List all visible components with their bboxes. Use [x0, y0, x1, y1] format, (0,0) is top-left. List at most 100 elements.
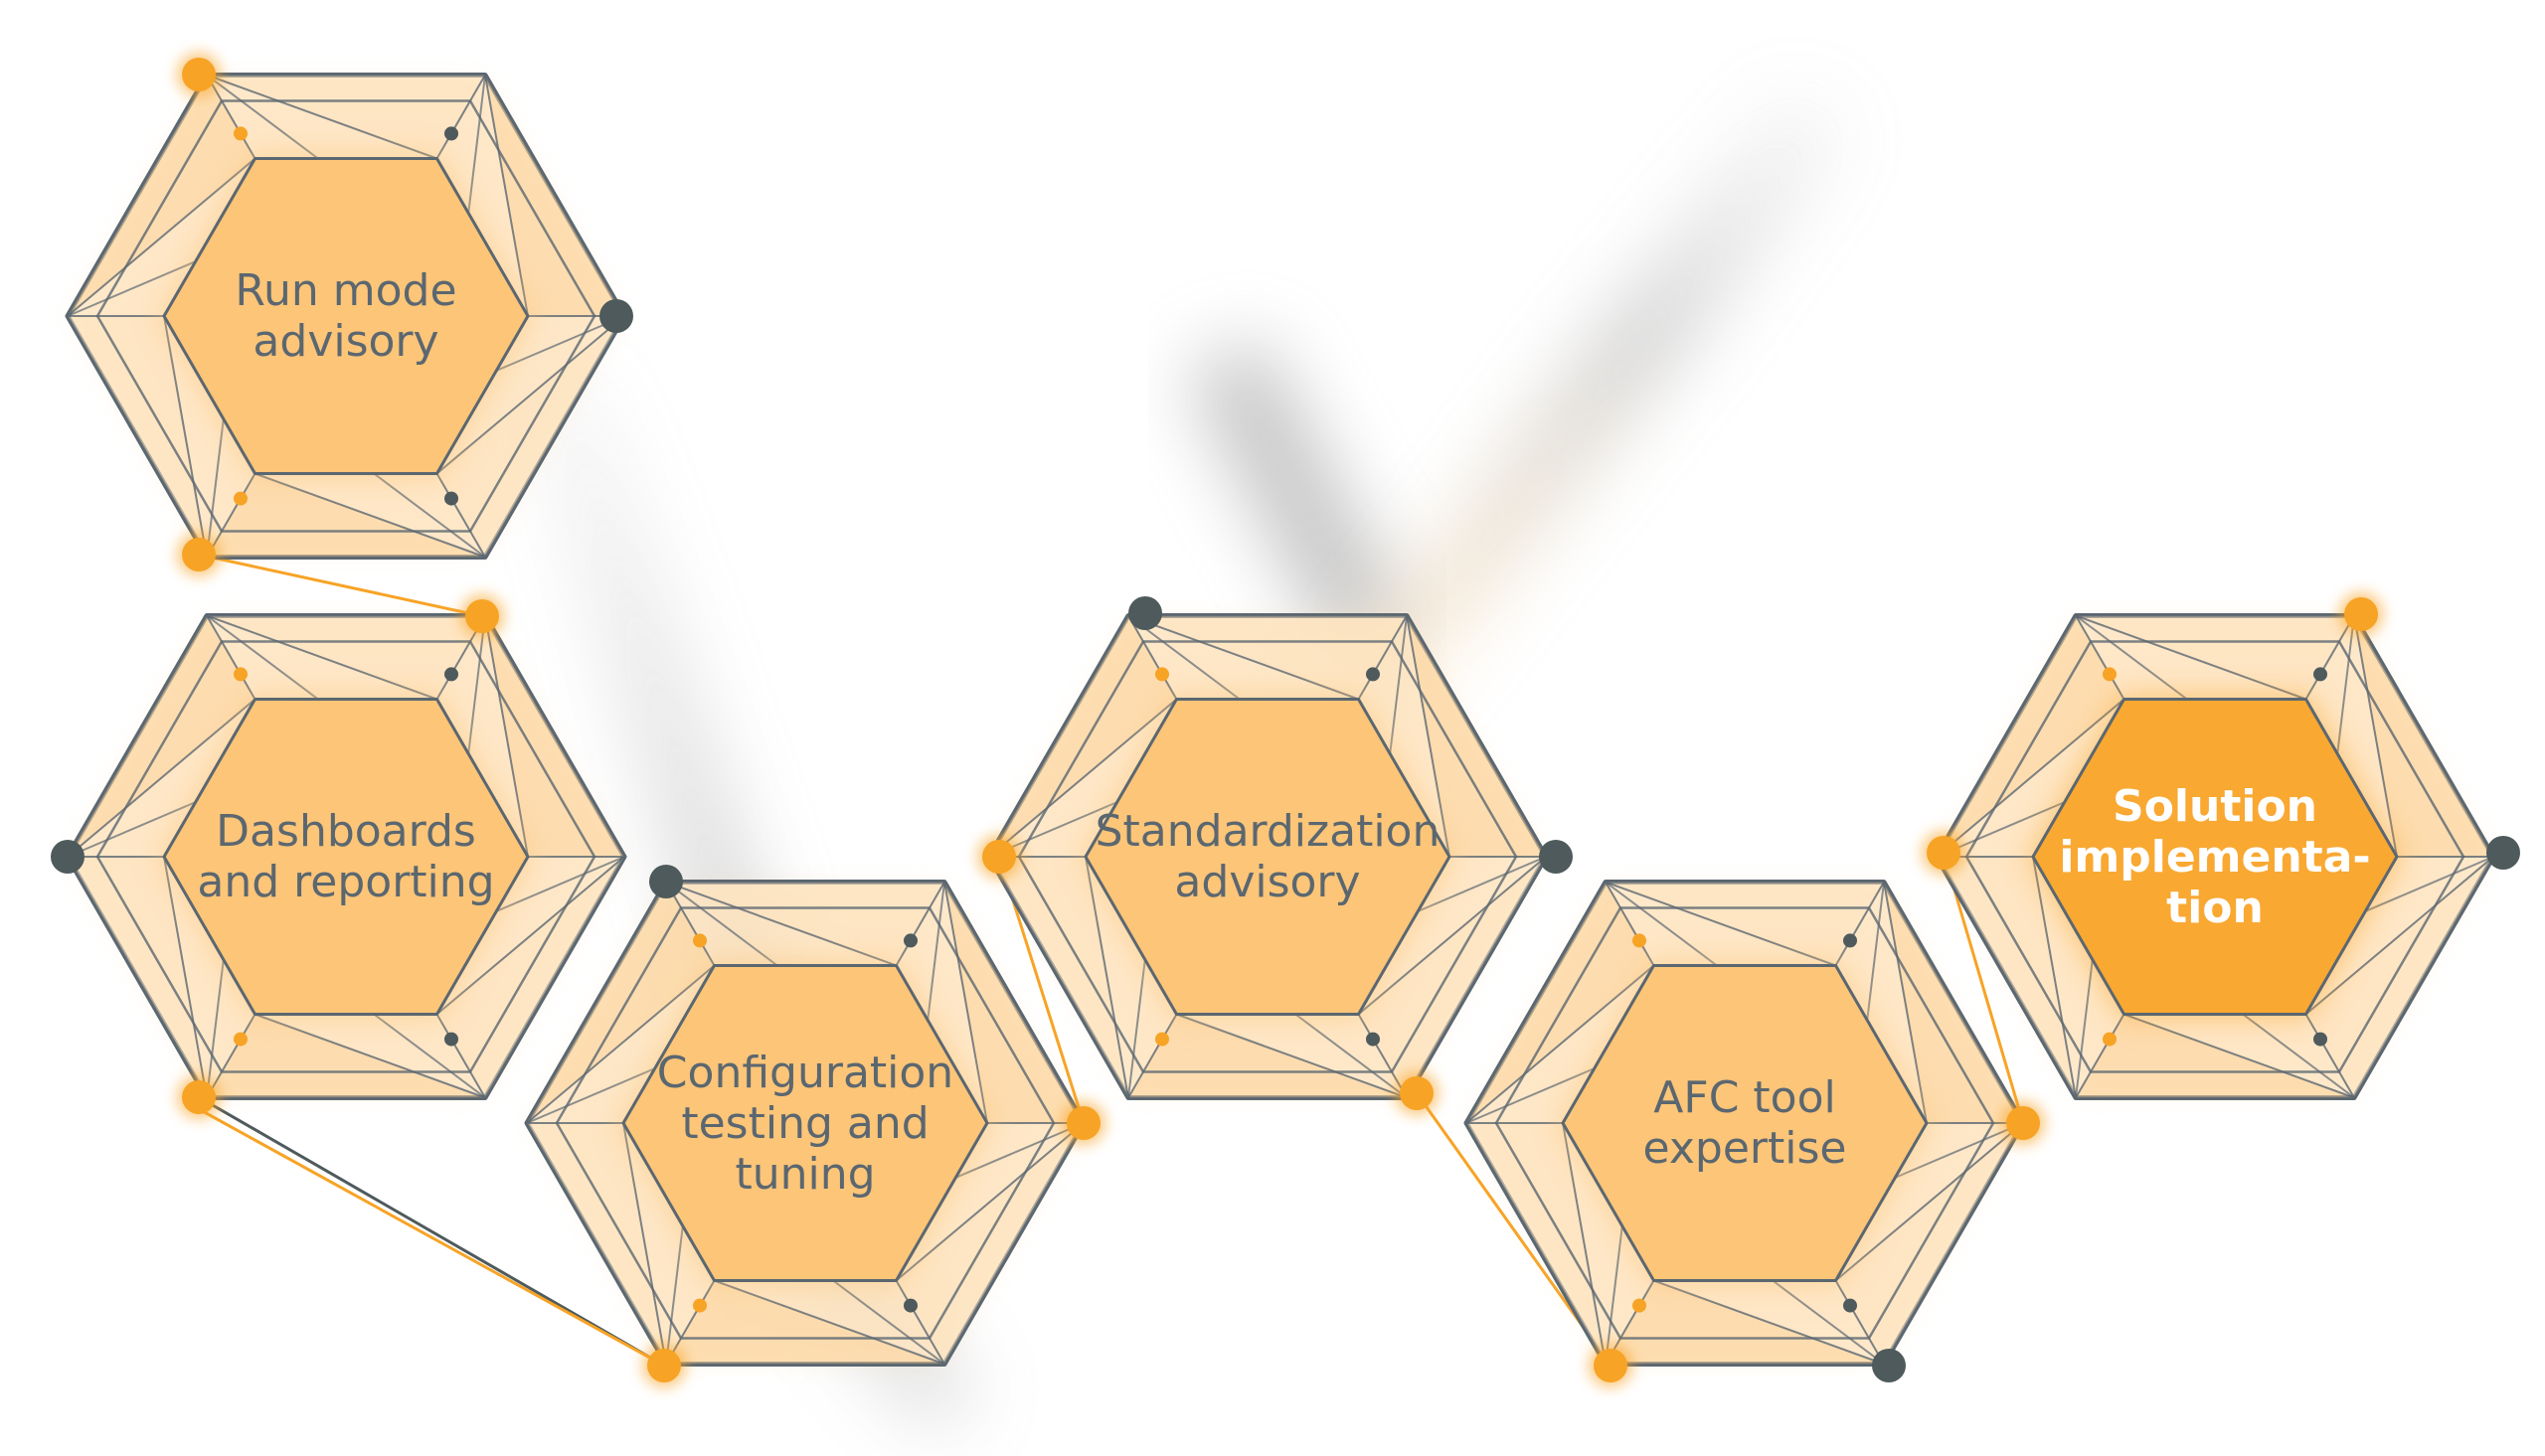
orange-node-dot: [982, 840, 1016, 874]
small-gray-dot: [1843, 933, 1857, 948]
hexagon-inner: [1084, 698, 1451, 1016]
gray-node-dot: [2486, 836, 2520, 870]
connector-line: [198, 1095, 665, 1368]
hexagon-afc-tool-expertise: [1463, 880, 2026, 1367]
hexagon-facet: [67, 73, 256, 317]
hexagon-facet: [1357, 856, 1547, 1100]
hexagon-configuration-testing-and-tuning: [524, 880, 1087, 1367]
hexagon-middle-ring: [95, 99, 596, 533]
orange-node-dot: [1067, 1106, 1101, 1140]
small-orange-dot: [234, 126, 248, 141]
hexagon-facet: [1465, 880, 1655, 1124]
small-orange-dot: [1155, 1032, 1169, 1047]
hexagon-middle-ring: [1494, 906, 1995, 1340]
label-line: implementa-: [2059, 831, 2371, 883]
hexagon-facet: [205, 1013, 486, 1099]
orange-node-dot: [182, 538, 216, 571]
label-line: tion: [2166, 882, 2264, 933]
label-line: Configuration: [656, 1047, 954, 1098]
hexagon-facet: [895, 1122, 1085, 1367]
orange-node-dot: [647, 1349, 681, 1382]
hexagon-facet: [435, 856, 625, 1100]
label-line: Dashboards: [216, 806, 476, 857]
small-gray-dot: [904, 1298, 918, 1313]
hexagon-facet: [526, 880, 716, 1124]
orange-node-dot: [1400, 1076, 1434, 1110]
small-orange-dot: [1632, 933, 1646, 948]
small-gray-dot: [2313, 1032, 2327, 1047]
label-line: testing and: [681, 1097, 930, 1149]
orange-node-dot: [465, 599, 499, 633]
hexagon-facet: [664, 1279, 945, 1366]
hexagon-middle-ring: [1964, 640, 2465, 1073]
hexagon-facet: [2074, 1013, 2355, 1099]
gray-node-dot: [1128, 596, 1162, 630]
label-line: and reporting: [197, 857, 495, 907]
hexagon-facet: [2353, 615, 2495, 858]
label-line: advisory: [1174, 857, 1361, 907]
connector-line: [1942, 852, 2025, 1124]
small-gray-dot: [444, 667, 458, 682]
hexagon-inner: [1561, 964, 1929, 1282]
orange-node-dot: [1594, 1349, 1627, 1382]
hexagon-facet: [66, 856, 208, 1098]
hexagon-inner: [162, 698, 530, 1016]
hexagon-facet: [484, 615, 626, 858]
hexagon-inner: [621, 964, 989, 1282]
small-orange-dot: [234, 1032, 248, 1047]
label-line: expertise: [1642, 1123, 1847, 1174]
small-gray-dot: [904, 933, 918, 948]
small-orange-dot: [1632, 1298, 1646, 1313]
hexagon-facet: [2304, 856, 2494, 1100]
hexagon-facet: [67, 613, 256, 858]
gray-node-dot: [1539, 840, 1573, 874]
small-orange-dot: [2103, 667, 2117, 682]
gray-node-dot: [649, 865, 683, 898]
label-line: tuning: [735, 1148, 876, 1200]
small-gray-dot: [444, 1032, 458, 1047]
orange-node-dot: [182, 58, 216, 91]
hexagon-facet: [525, 1122, 667, 1365]
hexagon-facet: [665, 881, 946, 967]
hexagon-facet: [206, 74, 487, 160]
hexagon-facet: [988, 613, 1178, 858]
hexagon-facet: [1464, 1122, 1607, 1365]
hexagon-facet: [1936, 613, 2125, 858]
hexagon-facet: [1604, 1279, 1885, 1366]
orange-node-dot: [2344, 597, 2378, 631]
connector-line: [198, 1107, 665, 1368]
gray-node-dot: [51, 840, 85, 874]
hexagon-facet: [435, 315, 625, 560]
small-gray-dot: [2313, 667, 2327, 682]
small-orange-dot: [234, 491, 248, 506]
small-orange-dot: [2103, 1032, 2117, 1047]
hexagon-facet: [205, 472, 486, 559]
hexagon-run-mode-advisory: [65, 73, 627, 560]
hexagon-facet: [943, 882, 1086, 1124]
orange-node-dot: [182, 1080, 216, 1114]
small-orange-dot: [693, 1298, 707, 1313]
hexagon-facet: [1605, 881, 1886, 967]
hexagon-facet: [1406, 615, 1548, 858]
gray-node-dot: [599, 299, 633, 333]
label-line: AFC tool: [1653, 1072, 1836, 1123]
hexagon-standardization-advisory: [986, 613, 1549, 1100]
hexagon-solution-implementation: [1934, 613, 2496, 1100]
hexagon-middle-ring: [555, 906, 1056, 1340]
hexagon-facet: [206, 614, 487, 701]
hexagon-facet: [1834, 1122, 2024, 1367]
connector-line: [198, 553, 483, 618]
label-line: Solution: [2113, 780, 2317, 832]
hexagon-inner: [2031, 698, 2399, 1016]
small-orange-dot: [234, 667, 248, 682]
small-gray-dot: [1366, 667, 1380, 682]
orange-node-dot: [1927, 836, 1960, 870]
hexagon-facet: [1127, 614, 1409, 701]
small-orange-dot: [693, 933, 707, 948]
